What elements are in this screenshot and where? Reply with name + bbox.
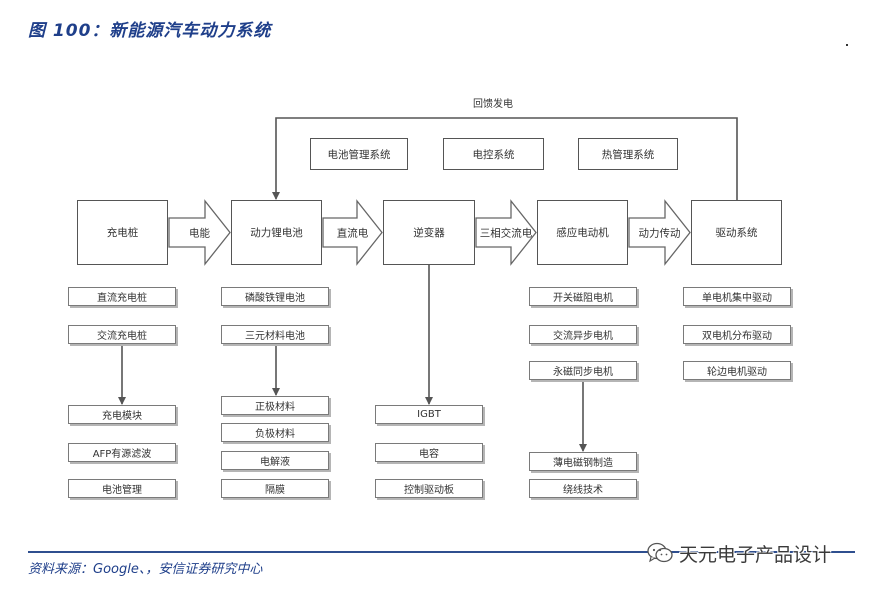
main-box-drive-system: 驱动系统 <box>691 200 782 265</box>
block-arrow-shape <box>168 199 231 266</box>
motor-subitem: 永磁同步电机 <box>529 361 637 380</box>
main-box-charging-pile: 充电桩 <box>77 200 168 265</box>
battery-management-box: 电池管理系统 <box>310 138 408 170</box>
motor-subitem: 开关磁阻电机 <box>529 287 637 306</box>
charging-subitem: 直流充电桩 <box>68 287 176 306</box>
flow-label: 直流电 <box>336 227 369 239</box>
flow-label: 三相交流电 <box>479 227 533 239</box>
flow-label: 电能 <box>189 227 210 239</box>
footer-divider <box>28 551 855 553</box>
corner-dot <box>846 44 848 46</box>
inverter-subitem: IGBT <box>375 405 483 424</box>
main-box-power-battery: 动力锂电池 <box>231 200 322 265</box>
drive-subitem: 双电机分布驱动 <box>683 325 791 344</box>
block-arrow-shape <box>628 199 691 266</box>
charging-subitem: 交流充电桩 <box>68 325 176 344</box>
watermark-text: 天元电子产品设计 <box>679 544 832 566</box>
drive-subitem: 单电机集中驱动 <box>683 287 791 306</box>
flow-arrow-three-phase-ac: 三相交流电 <box>475 199 537 266</box>
flow-label: 动力传动 <box>638 227 681 239</box>
inverter-subitem: 电容 <box>375 443 483 462</box>
block-arrow-shape <box>475 199 537 266</box>
block-arrow-shape <box>322 199 383 266</box>
drive-subitem: 轮边电机驱动 <box>683 361 791 380</box>
flow-arrow-electric-energy: 电能 <box>168 199 231 266</box>
charging-subitem: 电池管理 <box>68 479 176 498</box>
figure-title: 图 100：新能源汽车动力系统 <box>28 21 272 41</box>
flow-arrow-direct-current: 直流电 <box>322 199 383 266</box>
flow-arrow-power-transmission: 动力传动 <box>628 199 691 266</box>
inverter-subitem: 控制驱动板 <box>375 479 483 498</box>
main-box-induction-motor: 感应电动机 <box>537 200 628 265</box>
charging-subitem: AFP有源滤波 <box>68 443 176 462</box>
feedback-label: 回馈发电 <box>473 99 513 110</box>
battery-subitem: 三元材料电池 <box>221 325 329 344</box>
motor-subitem: 交流异步电机 <box>529 325 637 344</box>
battery-subitem: 隔膜 <box>221 479 329 498</box>
electric-control-box: 电控系统 <box>443 138 544 170</box>
source-note: 资料来源：Google、，安信证券研究中心 <box>28 562 263 577</box>
battery-subitem: 正极材料 <box>221 396 329 415</box>
motor-subitem: 绕线技术 <box>529 479 637 498</box>
charging-subitem: 充电模块 <box>68 405 176 424</box>
battery-subitem: 电解液 <box>221 451 329 470</box>
thermal-management-box: 热管理系统 <box>578 138 678 170</box>
main-box-inverter: 逆变器 <box>383 200 475 265</box>
battery-subitem: 磷酸铁锂电池 <box>221 287 329 306</box>
battery-subitem: 负极材料 <box>221 423 329 442</box>
wechat-icon <box>647 542 673 563</box>
motor-subitem: 薄电磁钢制造 <box>529 452 637 471</box>
